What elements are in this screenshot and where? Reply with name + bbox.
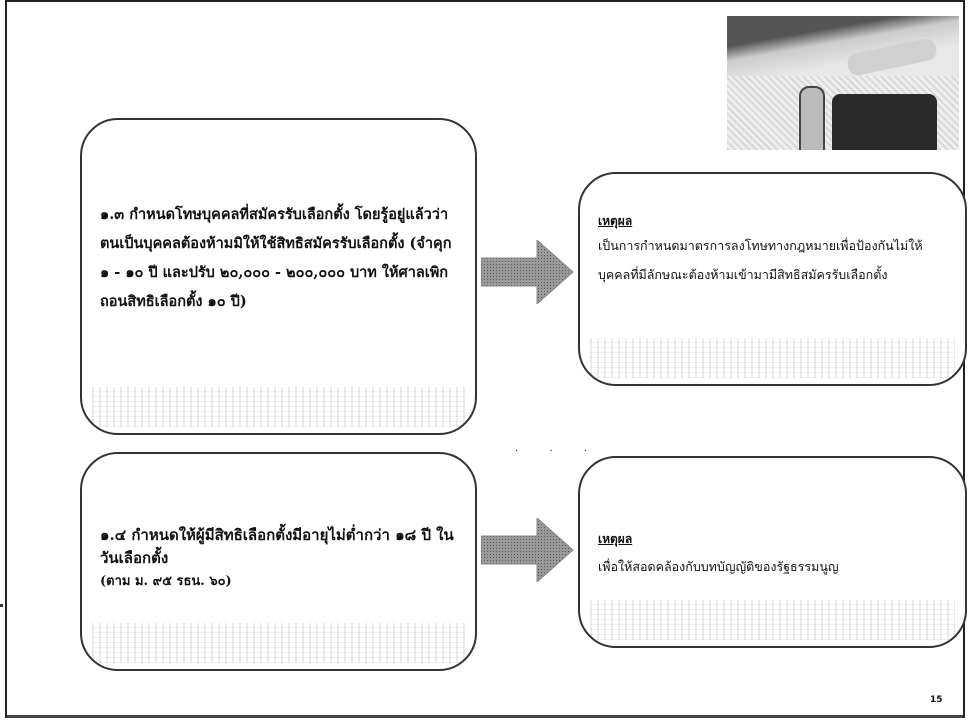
- measure-1-4-reference: (ตาม ม. ๙๕ รธน. ๖๐): [100, 574, 232, 589]
- measure-1-4-text: ๑.๔ กำหนดให้ผู้มีสิทธิเลือกตั้งมีอายุไม่…: [100, 526, 454, 567]
- measure-1-4-box: ๑.๔ กำหนดให้ผู้มีสิทธิเลือกตั้งมีอายุไม่…: [80, 452, 477, 671]
- ballot-photo: [727, 16, 959, 150]
- arrow-right-icon: [481, 240, 574, 304]
- reason-1-3-text: เป็นการกำหนดมาตรการลงโทษทางกฎหมายเพื่อป้…: [598, 238, 923, 282]
- measure-1-3-box: ๑.๓ กำหนดโทษบุคคลที่สมัครรับเลือกตั้ง โด…: [80, 118, 477, 435]
- arrow-right-icon: [481, 518, 574, 582]
- reason-1-4-text: เพื่อให้สอดคล้องกับบทบัญญัติของรัฐธรรมนู…: [598, 559, 839, 574]
- page-number: 15: [930, 695, 943, 705]
- reason-label: เหตุผล: [598, 214, 633, 228]
- stray-dots: . . .: [515, 443, 601, 454]
- measure-1-3-text: ๑.๓ กำหนดโทษบุคคลที่สมัครรับเลือกตั้ง โด…: [100, 206, 452, 310]
- reason-1-3-box: เหตุผล เป็นการกำหนดมาตรการลงโทษทางกฎหมาย…: [578, 172, 967, 386]
- slide-bottom-rule: [7, 715, 963, 718]
- reason-1-4-box: เหตุผล เพื่อให้สอดคล้องกับบทบัญญัติของรั…: [578, 456, 967, 648]
- reason-label: เหตุผล: [598, 532, 633, 546]
